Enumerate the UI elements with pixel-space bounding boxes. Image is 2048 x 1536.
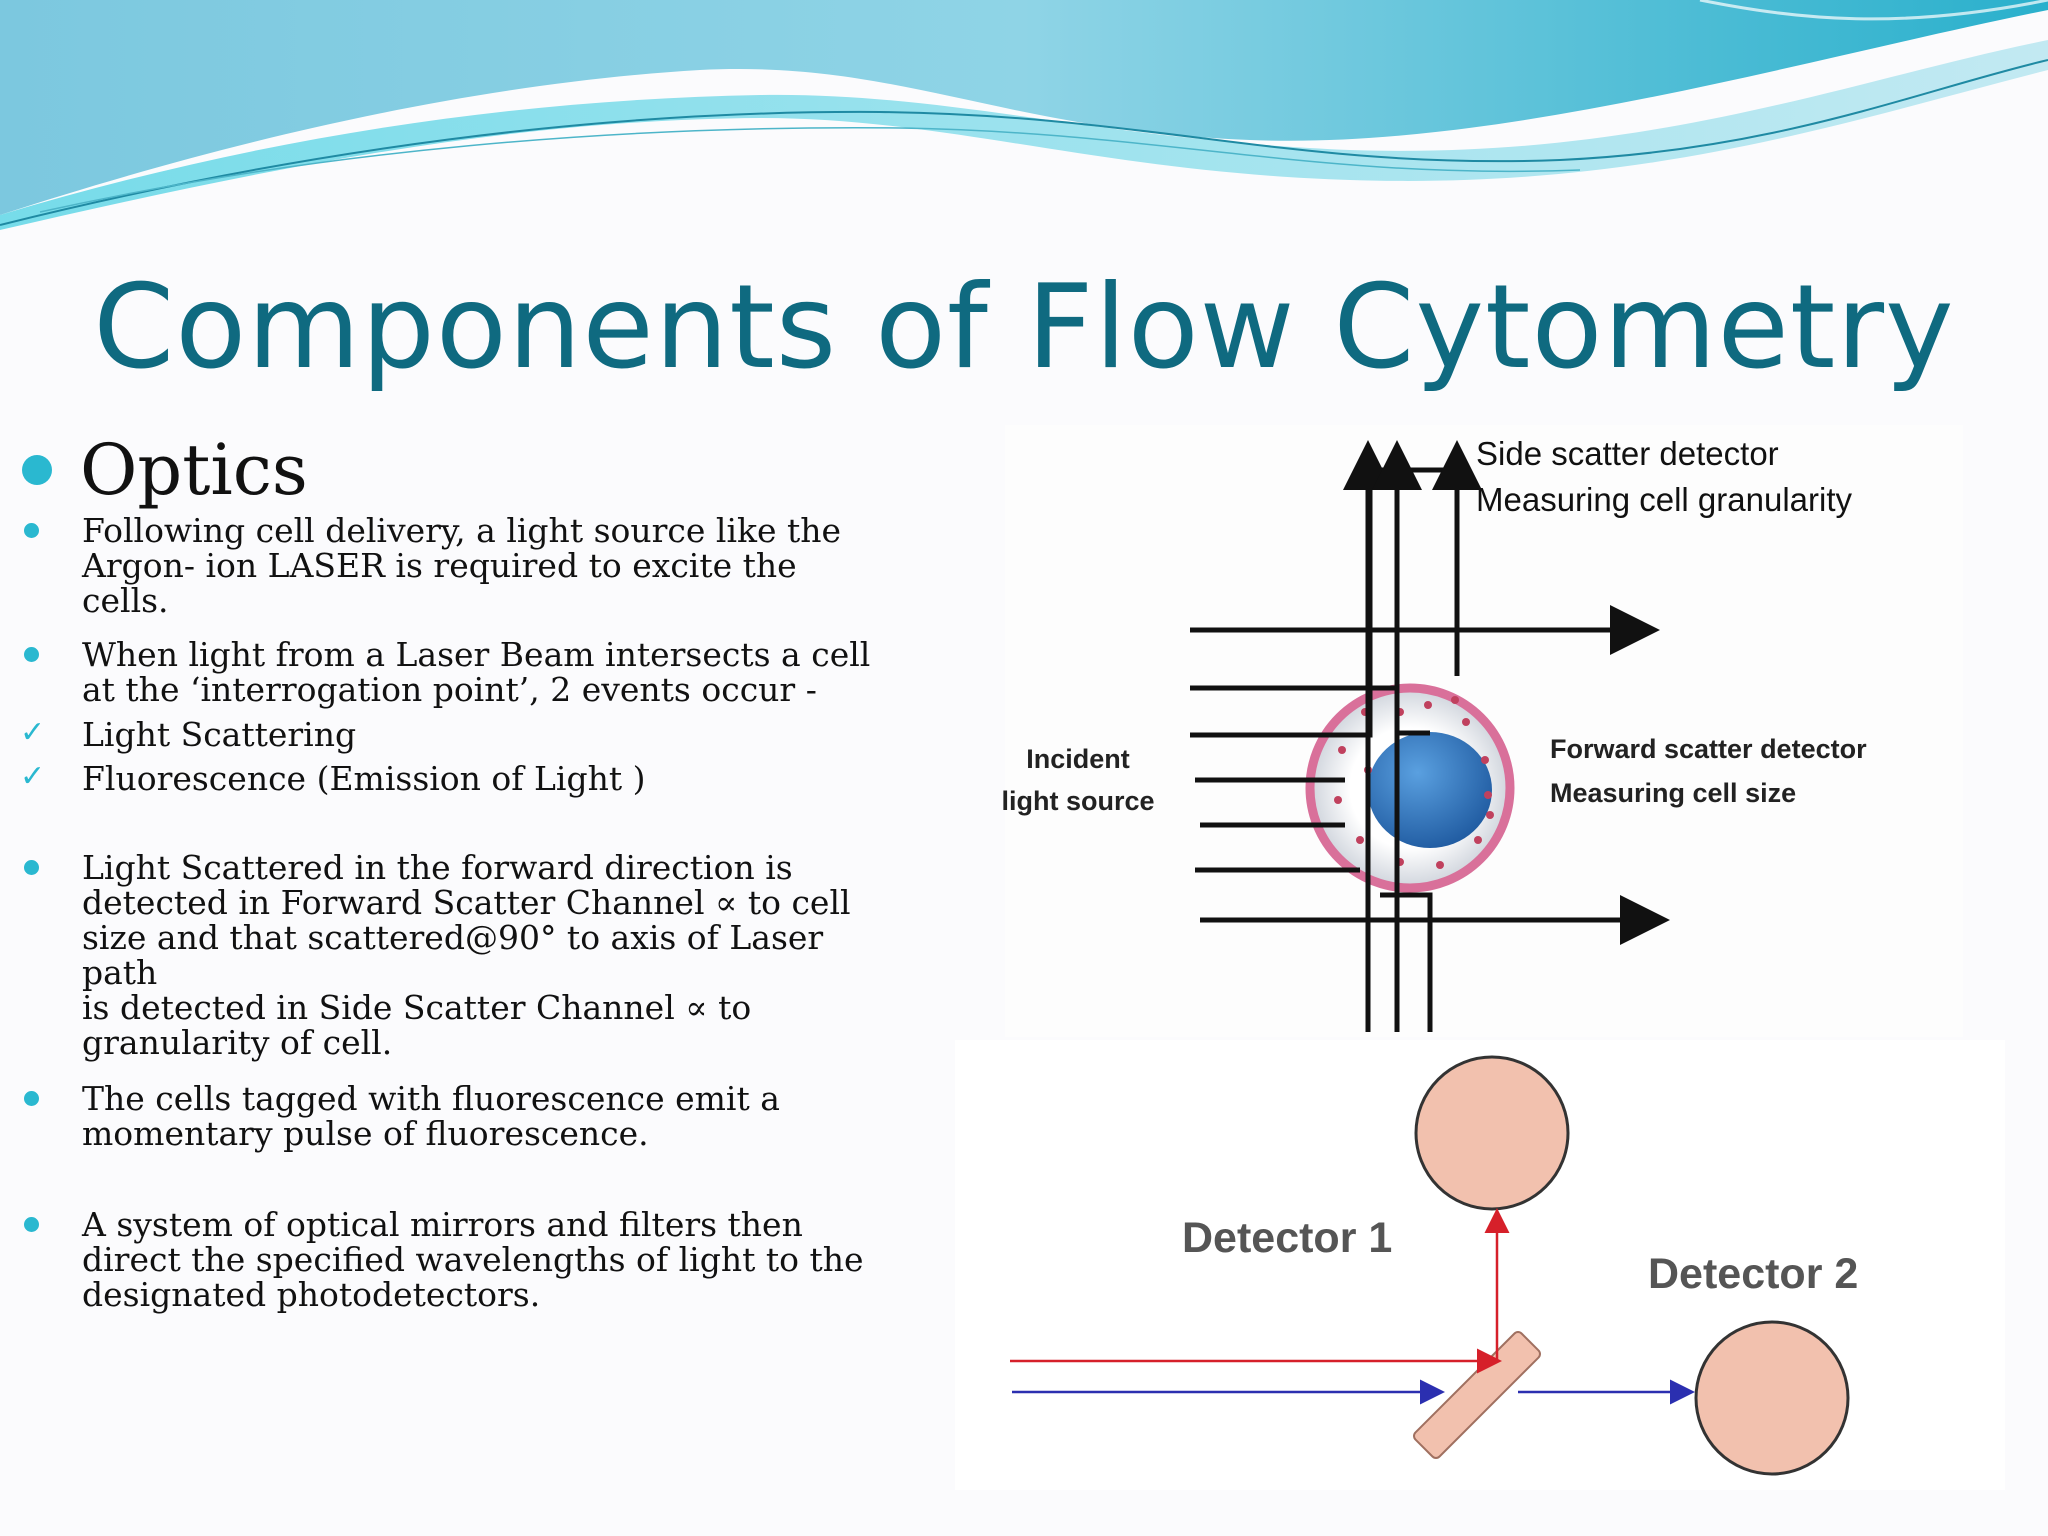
detector-2-icon (1694, 1320, 1850, 1476)
dichroic-filter-icon (1413, 1331, 1541, 1459)
checkmark-icon: ✓ (20, 759, 46, 794)
slide-title: Components of Flow Cytometry (93, 260, 1955, 395)
list-item-text: The cells tagged with fluorescence emit … (82, 1079, 780, 1153)
section-heading-label: Optics (80, 429, 308, 511)
bullet-dot-icon (24, 523, 39, 538)
light-rays (1190, 440, 1670, 1032)
list-item-text: When light from a Laser Beam intersects … (82, 635, 871, 709)
list-item-text: Light Scattered in the forward direction… (82, 848, 851, 1062)
section-heading: Optics (22, 430, 308, 510)
list-item: When light from a Laser Beam intersects … (24, 635, 882, 709)
list-item: Following cell delivery, a light source … (24, 511, 882, 620)
list-item-text: A system of optical mirrors and filters … (82, 1205, 864, 1314)
heading-bullet-icon (22, 455, 52, 485)
header-wave-decoration (0, 0, 2048, 230)
bullet-dot-icon (24, 1091, 39, 1106)
list-item: ✓ Fluorescence (Emission of Light ) (20, 759, 882, 798)
list-item-text: Following cell delivery, a light source … (82, 511, 842, 620)
bullet-dot-icon (24, 647, 39, 662)
side-scatter-label-line2: Measuring cell granularity (1476, 481, 1853, 518)
detector-1-label: Detector 1 (1182, 1214, 1392, 1262)
incident-light-label-line2: light source (1001, 786, 1154, 816)
incident-light-label-line1: Incident (1026, 744, 1130, 774)
list-item-text: Fluorescence (Emission of Light ) (82, 759, 646, 798)
side-scatter-label-line1: Side scatter detector (1476, 435, 1779, 472)
forward-scatter-label-line1: Forward scatter detector (1550, 734, 1867, 764)
list-item: ✓ Light Scattering (20, 715, 882, 754)
detector-2-label: Detector 2 (1648, 1250, 1858, 1298)
bullet-dot-icon (24, 1217, 39, 1232)
list-item: Light Scattered in the forward direction… (24, 848, 882, 1062)
list-item-text: Light Scattering (82, 715, 357, 754)
checkmark-icon: ✓ (20, 715, 46, 750)
list-item: A system of optical mirrors and filters … (24, 1205, 882, 1314)
list-item: The cells tagged with fluorescence emit … (24, 1079, 882, 1153)
detector-1-icon (1414, 1055, 1570, 1211)
bullet-dot-icon (24, 860, 39, 875)
forward-scatter-label-line2: Measuring cell size (1550, 778, 1796, 808)
